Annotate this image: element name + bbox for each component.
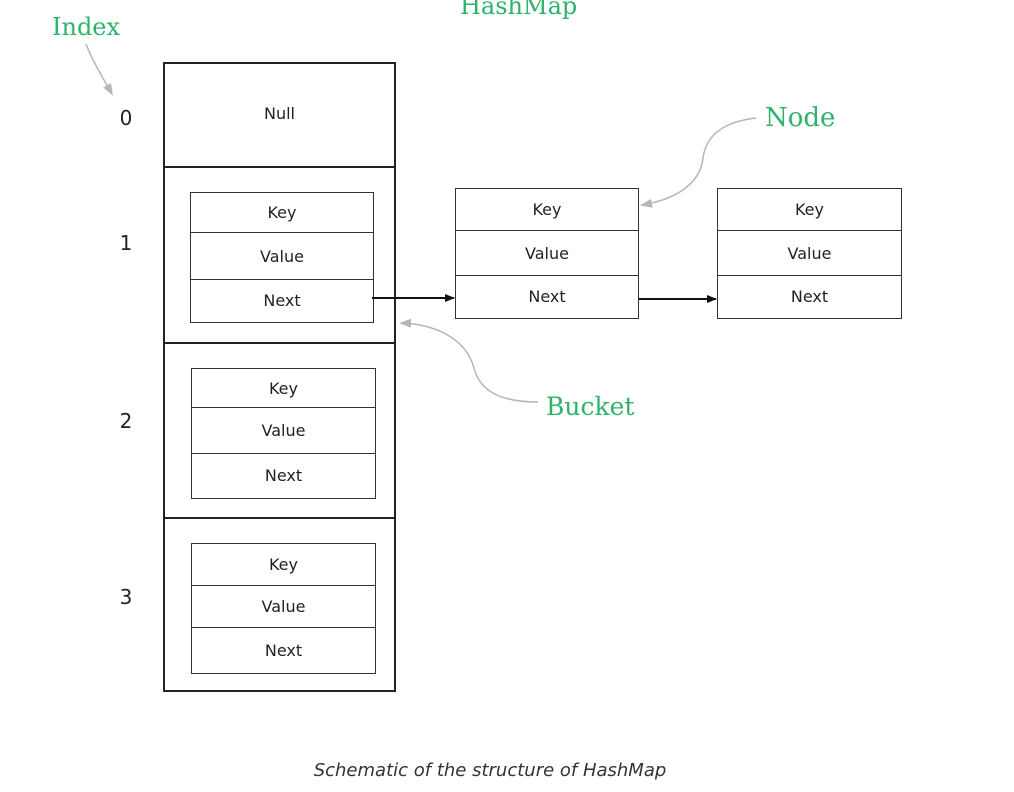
index-1: 1 [119, 231, 133, 255]
bucket-label: Bucket [546, 392, 635, 421]
key-cell: Key [718, 189, 901, 231]
next-cell: Next [528, 287, 566, 306]
next-cell: Next [264, 466, 303, 485]
value-cell: Value [192, 408, 375, 454]
bucket-1-node: Key Value Next [190, 192, 374, 323]
key-cell: Key [192, 369, 375, 408]
diagram-title: HashMap [460, 0, 578, 20]
bucket-3: Key Value Next [163, 517, 396, 692]
bucket-3-node: Key Value Next [191, 543, 376, 674]
bucket-1: Key Value Next [163, 166, 396, 342]
value-cell: Value [192, 586, 375, 628]
next-cell: Next [790, 287, 829, 306]
index-label: Index [52, 13, 121, 41]
chain-node-1: Key Value Next [455, 188, 639, 319]
null-text: Null [264, 104, 295, 123]
bucket-0: Null [163, 62, 396, 166]
node-annotation-arrow [640, 117, 757, 208]
index-0: 0 [119, 106, 133, 130]
key-cell: Key [192, 544, 375, 586]
key-cell: Key [191, 193, 373, 233]
index-3: 3 [119, 585, 133, 609]
bucket-2-node: Key Value Next [191, 368, 376, 499]
value-cell: Value [191, 233, 373, 280]
index-2: 2 [119, 409, 133, 433]
node-label: Node [765, 103, 836, 133]
value-cell: Value [456, 231, 638, 276]
chain-node-2: Key Value Next [717, 188, 902, 319]
value-cell: Value [718, 231, 901, 276]
next-cell: Next [263, 291, 301, 310]
index-annotation-arrow [85, 43, 113, 96]
next-cell: Next [264, 640, 303, 660]
bucket-annotation-arrow [399, 318, 539, 403]
figure-caption: Schematic of the structure of HashMap [313, 760, 667, 781]
key-cell: Key [456, 189, 638, 231]
bucket-2: Key Value Next [163, 342, 396, 517]
